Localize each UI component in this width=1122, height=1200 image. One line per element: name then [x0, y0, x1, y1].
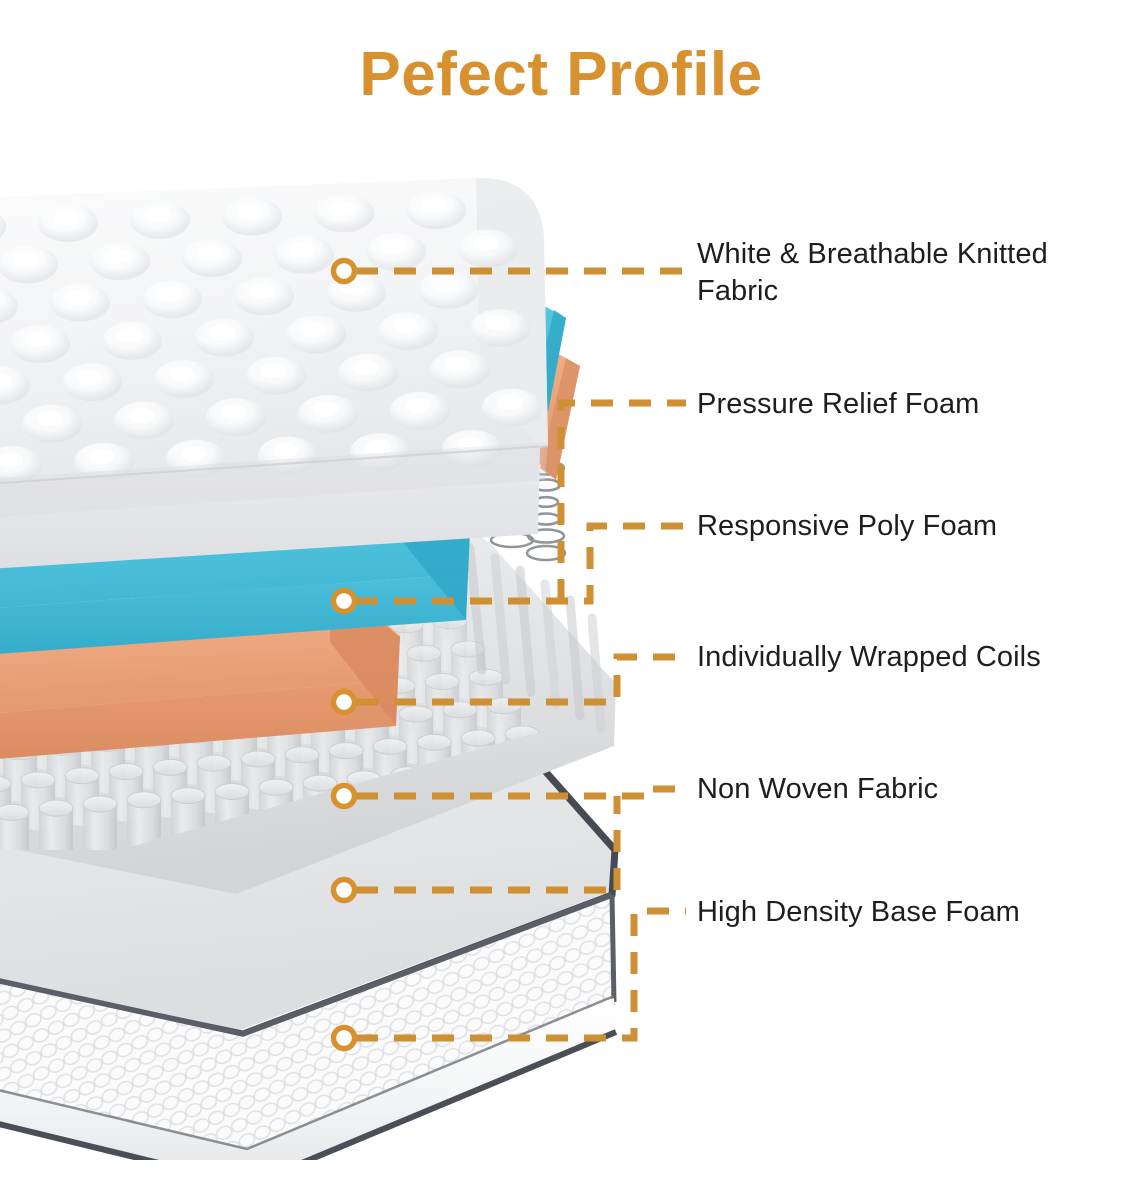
- callout-label-base-foam: High Density Base Foam: [697, 896, 1020, 928]
- mattress-illustration: [0, 150, 700, 1160]
- callout-label-wrapped-coils: Individually Wrapped Coils: [697, 641, 1041, 673]
- callout-label-non-woven-fabric: Non Woven Fabric: [697, 773, 939, 805]
- layer-knitted-fabric: [0, 177, 549, 569]
- callout-label-knitted-fabric: White & Breathable Knitted Fabric: [697, 238, 1048, 308]
- callout-label-pressure-relief-foam: Pressure Relief Foam: [697, 388, 980, 420]
- callout-label-responsive-poly-foam: Responsive Poly Foam: [697, 510, 998, 542]
- page-title: Pefect Profile: [359, 40, 763, 109]
